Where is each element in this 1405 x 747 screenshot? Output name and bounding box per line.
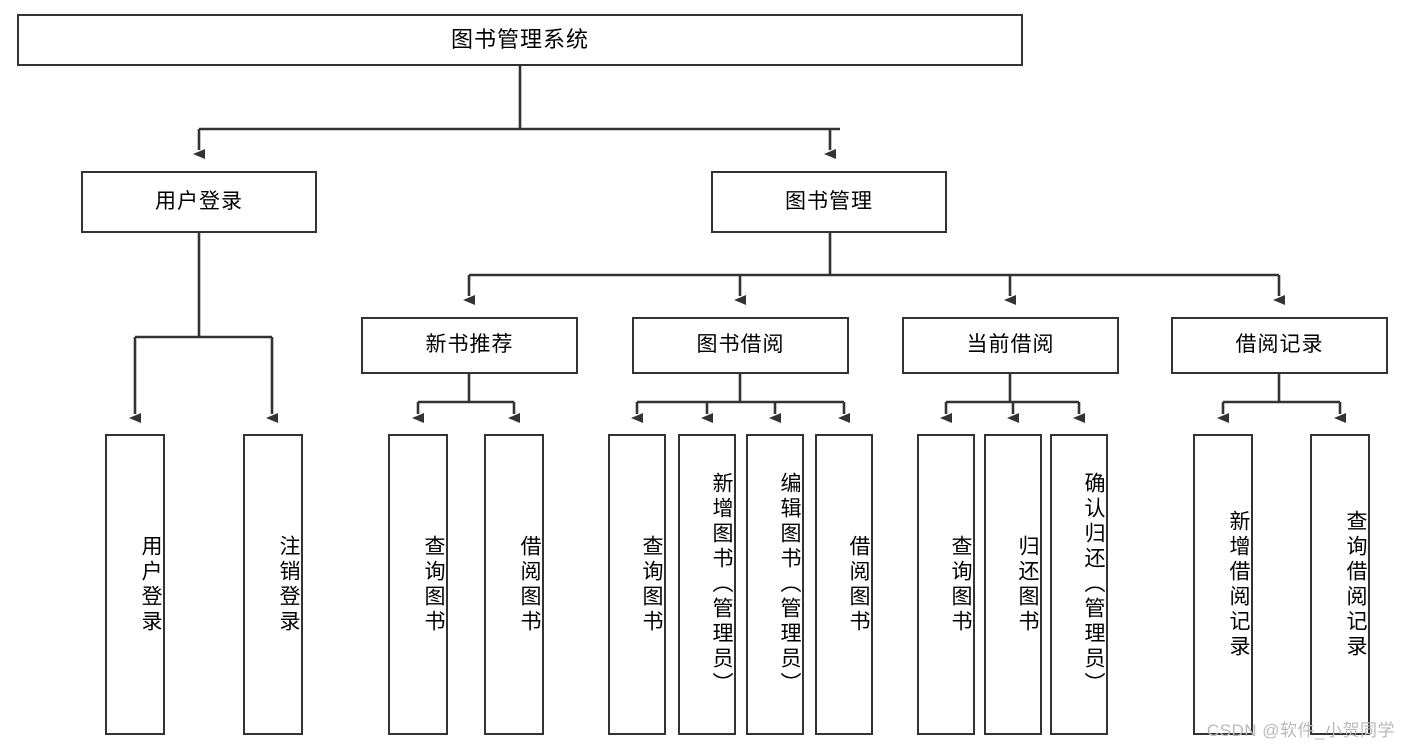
node-leaf-query-book-current[interactable]: 查询图书 — [917, 434, 975, 735]
node-label: 注销登录 — [277, 534, 300, 635]
node-label: 图书管理系统 — [450, 27, 589, 53]
node-leaf-return-book[interactable]: 归还图书 — [984, 434, 1042, 735]
node-borrow-record[interactable]: 借阅记录 — [1171, 317, 1388, 374]
node-label: 图书管理 — [785, 189, 873, 213]
node-label: 确认归还（管理员） — [1082, 472, 1105, 697]
node-current-borrow[interactable]: 当前借阅 — [902, 317, 1119, 374]
node-label: 归还图书 — [1016, 534, 1039, 635]
node-root-book-management-system[interactable]: 图书管理系统 — [17, 14, 1023, 66]
node-new-book-recommend[interactable]: 新书推荐 — [361, 317, 578, 374]
node-label: 用户登录 — [155, 189, 243, 213]
node-leaf-borrow-book-recommend[interactable]: 借阅图书 — [484, 434, 544, 735]
watermark-text: CSDN @软件_小贺同学 — [1206, 721, 1395, 740]
node-leaf-confirm-return-admin[interactable]: 确认归还（管理员） — [1050, 434, 1108, 735]
node-label: 借阅记录 — [1235, 333, 1324, 357]
node-label: 借阅图书 — [518, 534, 541, 635]
node-leaf-query-book-recommend[interactable]: 查询图书 — [388, 434, 448, 735]
node-leaf-borrow-book[interactable]: 借阅图书 — [815, 434, 873, 735]
node-label: 用户登录 — [139, 534, 162, 635]
node-label: 借阅图书 — [847, 534, 870, 635]
node-label: 新书推荐 — [425, 333, 514, 357]
node-label: 新增借阅记录 — [1227, 509, 1250, 660]
node-book-borrow[interactable]: 图书借阅 — [632, 317, 849, 374]
node-leaf-query-borrow-record[interactable]: 查询借阅记录 — [1310, 434, 1370, 735]
node-label: 查询图书 — [422, 534, 445, 635]
node-leaf-edit-book-admin[interactable]: 编辑图书（管理员） — [746, 434, 804, 735]
node-label: 查询图书 — [949, 534, 972, 635]
node-label: 当前借阅 — [966, 333, 1055, 357]
node-label: 查询图书 — [640, 534, 663, 635]
node-label: 图书借阅 — [696, 333, 785, 357]
node-user-login[interactable]: 用户登录 — [81, 171, 317, 233]
node-book-management[interactable]: 图书管理 — [711, 171, 947, 233]
node-label: 查询借阅记录 — [1344, 509, 1367, 660]
node-leaf-add-borrow-record[interactable]: 新增借阅记录 — [1193, 434, 1253, 735]
node-leaf-logout[interactable]: 注销登录 — [243, 434, 303, 735]
node-label: 新增图书（管理员） — [710, 472, 733, 697]
node-label: 编辑图书（管理员） — [778, 472, 801, 697]
node-leaf-user-login[interactable]: 用户登录 — [105, 434, 165, 735]
node-leaf-query-book-borrow[interactable]: 查询图书 — [608, 434, 666, 735]
node-leaf-add-book-admin[interactable]: 新增图书（管理员） — [678, 434, 736, 735]
